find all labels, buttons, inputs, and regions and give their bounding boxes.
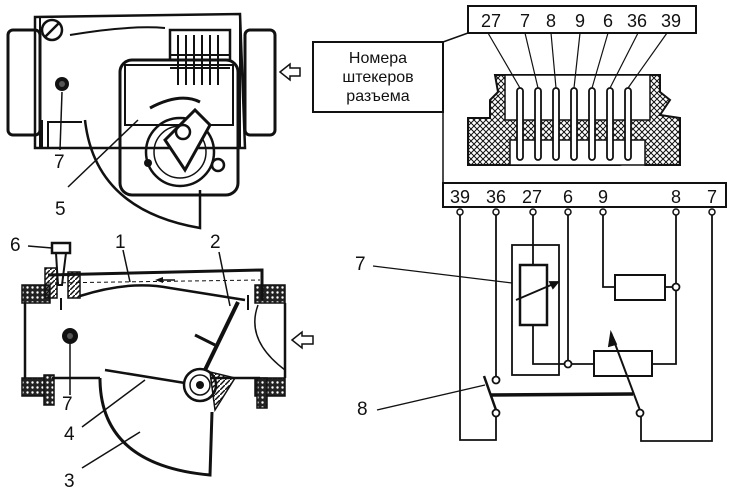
thermistor-7 <box>518 263 549 327</box>
connector-pin-36 <box>606 87 614 161</box>
connector-pin-6 <box>588 87 596 161</box>
callout-7-section: 7 <box>62 394 73 415</box>
top-pin-9: 9 <box>575 11 585 31</box>
section-view-housing <box>21 241 314 477</box>
sensor-7-enclosure <box>511 244 560 376</box>
callout-3: 3 <box>64 471 75 491</box>
callout-1: 1 <box>115 232 126 253</box>
bottom-pin-8: 8 <box>671 187 681 207</box>
top-view-housing <box>6 12 301 230</box>
circuit-schematic <box>456 208 716 442</box>
caption-line-3: разъема <box>346 88 410 105</box>
bottom-pin-labels: 39 36 27 6 9 8 7 <box>450 187 717 207</box>
fixed-resistor <box>614 274 666 301</box>
connector-cross-section <box>467 32 681 166</box>
screw-top <box>40 18 64 42</box>
callout-5: 5 <box>55 199 66 220</box>
connector-pin-7 <box>534 87 542 161</box>
pin-leader-36 <box>609 32 639 89</box>
pin-leader-9 <box>573 32 581 89</box>
caption-line-1: Номера <box>349 50 407 67</box>
top-pin-27: 27 <box>481 11 501 31</box>
callout-8-circuit: 8 <box>357 399 368 420</box>
callout-6: 6 <box>10 235 21 256</box>
bottom-pin-27: 27 <box>522 187 542 207</box>
top-pin-7: 7 <box>520 11 530 31</box>
connector-pin-27 <box>516 87 524 161</box>
bottom-pin-7: 7 <box>707 187 717 207</box>
callout-2: 2 <box>210 232 221 253</box>
connector-pin-8 <box>552 87 560 161</box>
bottom-pin-9: 9 <box>598 187 608 207</box>
top-pin-label-box <box>467 5 697 34</box>
callout-4: 4 <box>64 424 75 445</box>
top-pin-36: 36 <box>627 11 647 31</box>
bottom-pin-39: 39 <box>450 187 470 207</box>
top-pin-6: 6 <box>603 11 613 31</box>
top-pin-8: 8 <box>546 11 556 31</box>
bottom-pin-label-box <box>442 182 727 208</box>
caption-line-2: штекеров <box>342 69 413 86</box>
connector-pins <box>487 32 668 161</box>
connector-pin-9 <box>570 87 578 161</box>
potentiometer-disc <box>144 116 216 188</box>
top-pin-labels: 27 7 8 9 6 36 39 <box>481 11 681 31</box>
pin-leader-8 <box>550 32 557 89</box>
pin-leader-39 <box>627 32 668 89</box>
bottom-pin-36: 36 <box>486 187 506 207</box>
top-pin-39: 39 <box>661 11 681 31</box>
pin-leader-27 <box>487 32 521 89</box>
connector-pin-39 <box>624 87 632 161</box>
callout-7-circuit: 7 <box>355 254 366 275</box>
bypass-channel-wall <box>79 284 246 302</box>
pin-leader-7 <box>524 32 539 89</box>
bottom-pin-6: 6 <box>563 187 573 207</box>
pin-leader-6 <box>591 32 609 89</box>
callout-7-top: 7 <box>54 152 65 173</box>
